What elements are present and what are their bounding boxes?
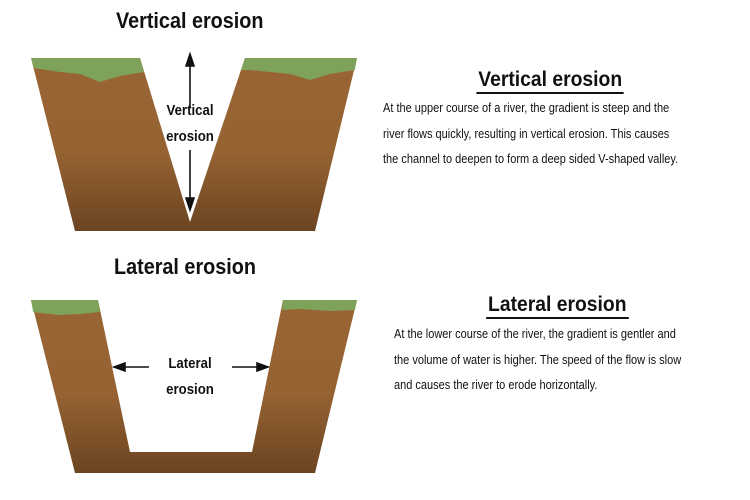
lateral-arrow-label: Lateral erosion (155, 351, 225, 403)
grass-right-bottom (282, 300, 357, 311)
text-line: At the upper course of a river, the grad… (383, 101, 670, 115)
grass-left-top (31, 58, 144, 82)
u-shaped-valley (31, 300, 357, 473)
label-line: Vertical (166, 102, 214, 119)
lateral-heading: Lateral erosion (486, 293, 629, 319)
text-line: the volume of water is higher. The speed… (394, 352, 682, 367)
label-line: erosion (166, 381, 214, 398)
text-line: river flows quickly, resulting in vertic… (383, 126, 670, 141)
vertical-diagram-title: Vertical erosion (116, 8, 264, 33)
grass-left-bottom (31, 300, 100, 315)
arrowhead-down-icon (184, 197, 196, 213)
text-line: and causes the river to erode horizontal… (394, 378, 598, 392)
lateral-diagram-title: Lateral erosion (114, 254, 256, 279)
label-line: erosion (166, 128, 214, 145)
arrowhead-up-icon (184, 51, 196, 67)
arrowhead-right-icon (256, 361, 271, 373)
grass-right-top (241, 58, 357, 80)
v-shaped-valley (31, 58, 357, 231)
label-line: Lateral (168, 355, 212, 372)
vertical-arrow-label: Vertical erosion (155, 98, 225, 150)
arrowhead-left-icon (111, 361, 126, 373)
vertical-heading: Vertical erosion (476, 68, 624, 94)
text-line: At the lower course of the river, the gr… (394, 327, 676, 341)
text-line: the channel to deepen to form a deep sid… (383, 152, 679, 166)
